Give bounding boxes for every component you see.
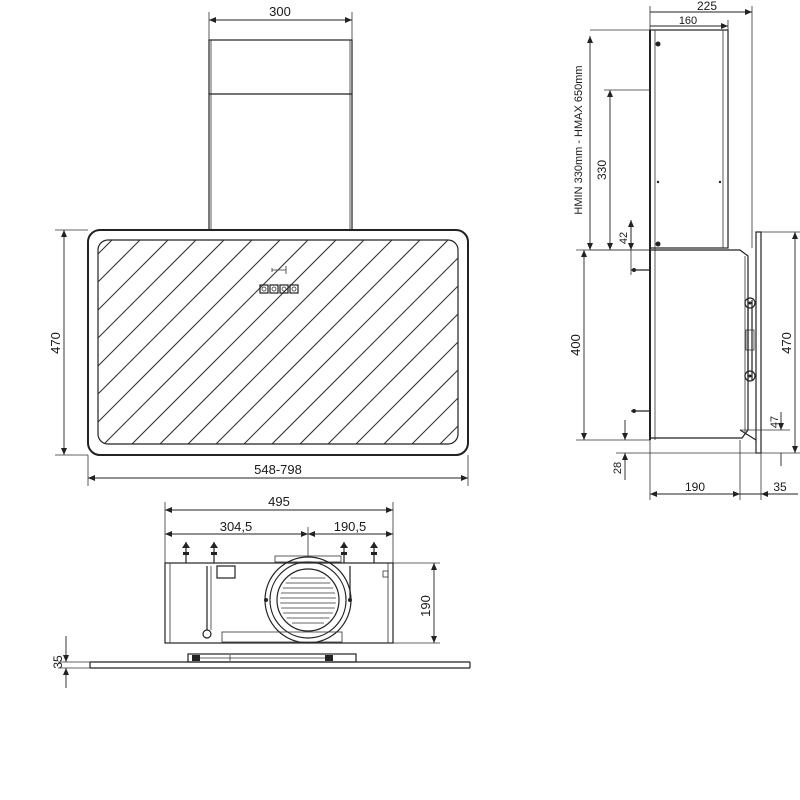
hatch-line	[215, 240, 421, 444]
dimension-motor-height: 190	[393, 562, 440, 644]
hatch-line	[327, 240, 458, 444]
piston	[744, 297, 756, 382]
dim-label-495: 495	[268, 494, 290, 509]
dim-label-47: 47	[769, 416, 781, 428]
wall-screws	[630, 220, 650, 413]
dim-label-35-side: 35	[773, 480, 787, 494]
hatch-line	[98, 240, 253, 444]
hatch-line	[98, 240, 141, 444]
hatch-line	[0, 240, 84, 444]
dimension-28: 28	[612, 420, 761, 480]
dim-label-35-glass: 35	[51, 655, 65, 669]
screw-icon	[340, 542, 348, 563]
dim-label-42: 42	[618, 232, 630, 244]
screw-icon	[210, 542, 218, 563]
dim-label-190-5: 190,5	[334, 519, 367, 534]
dim-label-548-798: 548-798	[254, 462, 302, 477]
control-button	[259, 284, 269, 294]
hatch-line	[131, 240, 337, 444]
hatch-line	[355, 240, 458, 444]
dimension-hood-height-side: 470	[761, 231, 800, 454]
chimney-front	[208, 39, 353, 231]
hatch-line	[98, 240, 197, 444]
screw-icon	[370, 542, 378, 563]
hatch-line	[524, 240, 728, 444]
screw-icon	[182, 542, 190, 563]
dimension-42: 42	[618, 220, 634, 250]
motor-housing	[164, 562, 394, 644]
dim-label-470-side: 470	[779, 332, 794, 354]
dimension-chimney-width: 300	[208, 4, 353, 40]
hatch-line	[98, 240, 169, 444]
control-button	[289, 284, 299, 294]
dim-label-190-motor: 190	[418, 595, 433, 617]
hatch-line	[383, 240, 458, 444]
hatch-line	[98, 240, 225, 444]
dimension-motor-split: 304,5 190,5	[165, 519, 393, 557]
front-view: 300 470 548-798	[0, 4, 728, 486]
dimension-400: 400	[568, 249, 650, 441]
hatch-line	[243, 240, 449, 444]
hatch-line	[103, 240, 309, 444]
dimension-glass-thickness: 35	[51, 636, 90, 688]
motor-view: 495 304,5 190,5 190 35	[51, 494, 471, 688]
hatch-line	[411, 240, 458, 444]
hatch-line	[299, 240, 458, 444]
hatch-line	[98, 240, 281, 444]
control-panel	[259, 266, 299, 294]
control-button	[269, 284, 279, 294]
dim-label-304-5: 304,5	[220, 519, 253, 534]
dimension-height-range: HMIN 330mm - HMAX 650mm	[573, 29, 650, 251]
chimney-side	[649, 29, 729, 249]
dim-label-470-front: 470	[48, 332, 63, 354]
dimension-hood-width: 548-798	[87, 455, 469, 486]
dim-label-28: 28	[612, 462, 624, 474]
hatch-line	[187, 240, 393, 444]
fan-outlet	[264, 555, 352, 644]
hatch-line	[271, 240, 458, 444]
control-button	[279, 284, 289, 294]
motor-label-plate	[216, 565, 236, 579]
mounting-screws	[182, 542, 378, 563]
hood-body-front	[87, 229, 469, 456]
side-view: 225 160 HMIN 330mm - HMAX 650mm 330 42	[568, 0, 800, 500]
glass-side	[755, 231, 762, 454]
bottom-rail	[221, 631, 343, 643]
dim-label-330: 330	[595, 160, 609, 180]
dimension-35-side: 35	[740, 453, 798, 500]
dim-label-225: 225	[697, 0, 717, 13]
dim-label-190-side: 190	[685, 480, 705, 494]
hatch-line	[496, 240, 700, 444]
glass-hatching	[0, 240, 728, 444]
dim-label-300: 300	[269, 4, 291, 19]
dim-label-height-range: HMIN 330mm - HMAX 650mm	[573, 65, 585, 214]
hatch-line	[439, 240, 458, 444]
dimension-chimney-inner: 160	[650, 15, 729, 30]
dimension-330: 330	[595, 89, 650, 250]
hatch-line	[159, 240, 365, 444]
dim-label-160: 160	[679, 15, 697, 27]
hood-body-side	[650, 249, 749, 439]
dimension-hood-height-front: 470	[48, 229, 88, 456]
glass-base	[89, 653, 471, 669]
dim-label-400: 400	[568, 334, 583, 356]
dimension-motor-width: 495	[164, 494, 394, 563]
dimension-chimney-depth: 225	[649, 0, 753, 248]
dimension-47: 47	[740, 412, 790, 466]
dimension-190-side: 190	[649, 440, 741, 500]
